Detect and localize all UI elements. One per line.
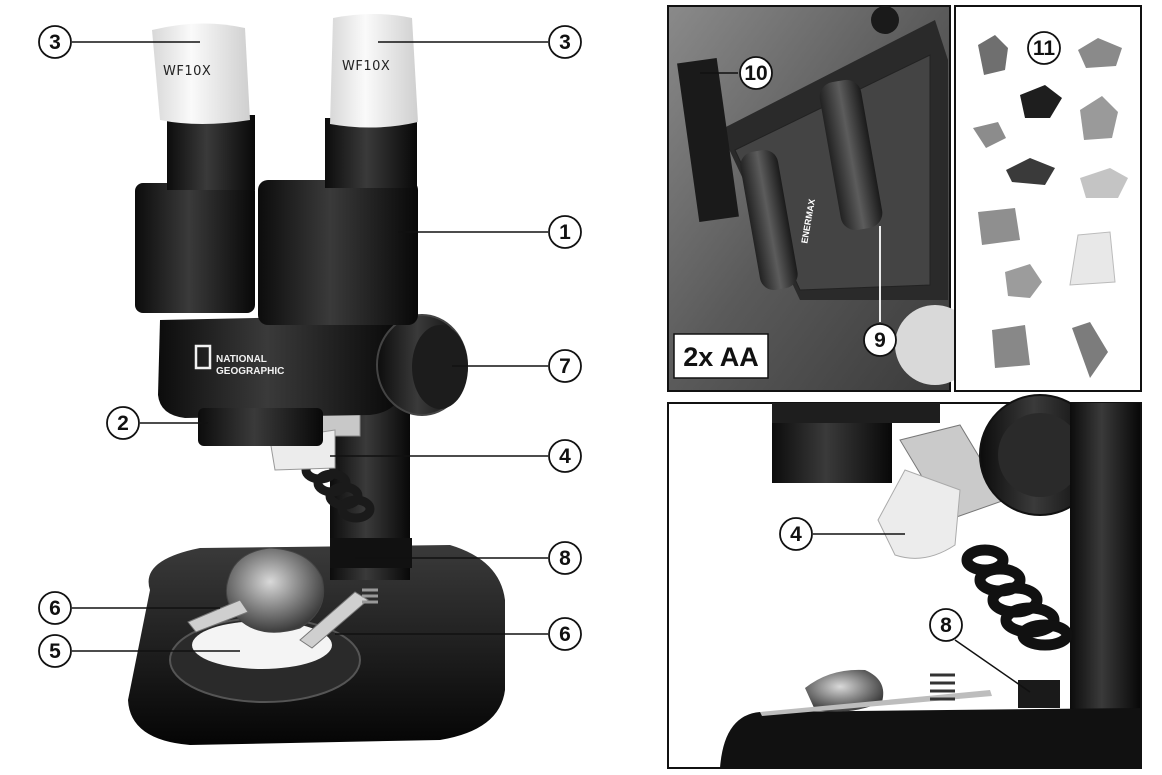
svg-text:4: 4 bbox=[559, 445, 571, 468]
eyepiece-barrel-left bbox=[167, 115, 255, 190]
svg-text:9: 9 bbox=[874, 329, 886, 352]
tube-left bbox=[135, 183, 255, 313]
callout-marker: 9 bbox=[863, 323, 897, 357]
battery-type-label: 2x AA bbox=[683, 342, 759, 372]
specimen bbox=[978, 208, 1020, 245]
callout-marker: 2 bbox=[106, 406, 140, 440]
clip-spring bbox=[362, 588, 378, 604]
specimen bbox=[1069, 231, 1116, 286]
svg-text:8: 8 bbox=[940, 614, 952, 637]
brand-line-1: NATIONAL bbox=[216, 354, 267, 365]
brand-line-2: GEOGRAPHIC bbox=[216, 366, 284, 377]
svg-text:11: 11 bbox=[1033, 37, 1056, 60]
specimen bbox=[1080, 96, 1118, 140]
callout-marker: 3 bbox=[38, 25, 72, 59]
detail-coil bbox=[961, 544, 1073, 651]
svg-text:3: 3 bbox=[49, 31, 61, 54]
svg-text:2: 2 bbox=[117, 412, 129, 435]
detail-pillar bbox=[1070, 403, 1140, 713]
specimen bbox=[978, 35, 1008, 75]
detail-specimen bbox=[805, 669, 884, 712]
callout-marker: 8 bbox=[548, 541, 582, 575]
svg-text:10: 10 bbox=[744, 62, 767, 85]
callout-marker: 1 bbox=[548, 215, 582, 249]
svg-text:6: 6 bbox=[49, 597, 61, 620]
svg-text:3: 3 bbox=[559, 31, 571, 54]
svg-text:8: 8 bbox=[559, 547, 571, 570]
eyepiece-barrel-right bbox=[325, 118, 417, 188]
detail-lamp bbox=[877, 469, 961, 559]
callout-marker: 5 bbox=[38, 634, 72, 668]
detail-panel: 4 8 bbox=[667, 394, 1142, 769]
microscope-main: NATIONAL GEOGRAPHIC WF10X WF10X bbox=[128, 14, 505, 745]
specimen bbox=[1080, 168, 1128, 198]
eyepiece-marking-left: WF10X bbox=[163, 64, 211, 79]
microscope-head bbox=[158, 315, 400, 418]
battery-panel: ENERMAX 2x AA 10 9 bbox=[667, 5, 975, 392]
specimen bbox=[1072, 322, 1108, 378]
battery-lid bbox=[677, 57, 739, 223]
mineral-specimen bbox=[225, 547, 325, 633]
tube-right bbox=[258, 180, 418, 325]
specimen bbox=[992, 325, 1030, 368]
specimen bbox=[973, 122, 1006, 148]
main-callouts bbox=[72, 41, 548, 652]
detail-clip bbox=[760, 690, 992, 716]
battery-left bbox=[740, 149, 798, 291]
eyepiece-cap-left bbox=[152, 23, 250, 124]
detail-switch bbox=[1018, 680, 1060, 708]
svg-text:4: 4 bbox=[790, 523, 802, 546]
callout-marker: 10 bbox=[739, 56, 773, 90]
stage-clip-right bbox=[299, 591, 369, 649]
brand-logo-frame bbox=[194, 344, 212, 370]
specimen bbox=[1005, 264, 1042, 298]
battery-type-badge bbox=[673, 333, 769, 379]
callout-marker: 6 bbox=[38, 591, 72, 625]
callout-marker: 7 bbox=[548, 349, 582, 383]
specimen bbox=[1020, 85, 1062, 118]
callout-marker: 4 bbox=[548, 439, 582, 473]
objective-lens bbox=[198, 408, 323, 446]
stage-clip-left bbox=[187, 599, 249, 633]
callout-marker: 4 bbox=[779, 517, 813, 551]
switch-block bbox=[330, 538, 412, 568]
svg-text:1: 1 bbox=[559, 221, 571, 244]
callout-marker: 6 bbox=[548, 617, 582, 651]
specimen bbox=[1078, 38, 1122, 68]
specimen bbox=[1006, 158, 1055, 185]
callout-marker: 3 bbox=[548, 25, 582, 59]
battery-right bbox=[819, 79, 883, 231]
eyepiece-marking-right: WF10X bbox=[342, 59, 390, 74]
callout-marker: 8 bbox=[929, 608, 963, 642]
detail-base bbox=[720, 708, 1140, 768]
svg-text:6: 6 bbox=[559, 623, 571, 646]
svg-text:5: 5 bbox=[49, 640, 61, 663]
specimens-panel: 11 bbox=[954, 5, 1142, 392]
svg-text:7: 7 bbox=[559, 355, 571, 378]
callout-marker: 11 bbox=[1027, 31, 1061, 65]
stage-plate bbox=[192, 621, 332, 669]
detail-spring bbox=[930, 673, 955, 701]
